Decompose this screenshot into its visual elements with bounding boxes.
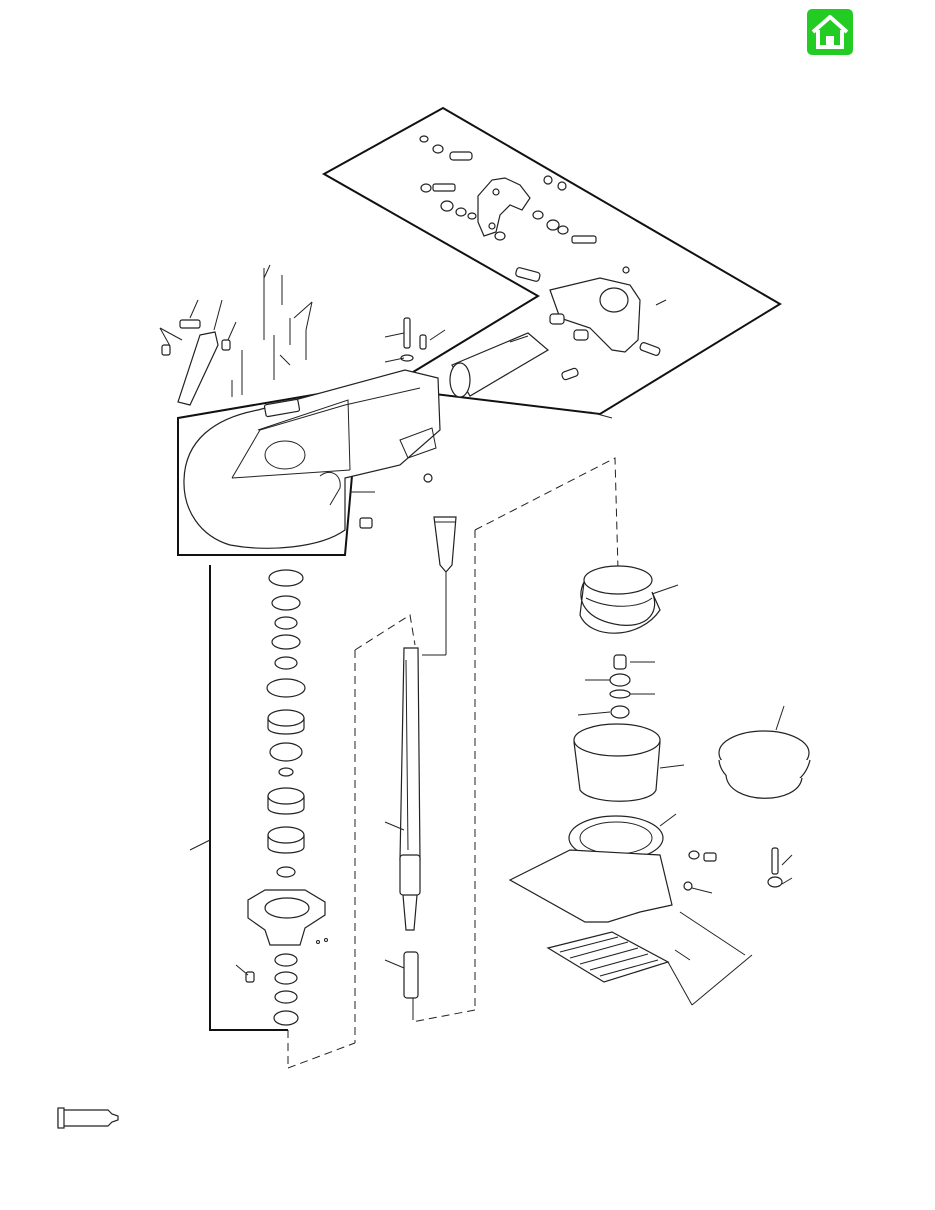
grease-tube-icon <box>422 516 457 656</box>
callout-leaders-upper <box>159 264 613 493</box>
intake-housing <box>183 369 441 549</box>
impeller <box>579 565 679 634</box>
home-icon <box>811 15 849 49</box>
upper-assembly-frame <box>177 106 782 556</box>
intake-grate <box>546 931 753 1006</box>
bearing-stack-frame <box>189 565 288 1031</box>
nozzle-hardware <box>683 847 793 891</box>
steering-bracket-group <box>419 135 597 244</box>
pivot-housing <box>515 266 667 381</box>
impeller-frame <box>411 457 619 1023</box>
drive-shaft <box>354 614 421 1043</box>
bearing-stack-centerline <box>287 1030 356 1069</box>
mounting-hardware <box>161 268 433 529</box>
home-button[interactable] <box>807 9 853 55</box>
impeller-hardware <box>577 654 655 719</box>
bearing-stack <box>235 569 328 1026</box>
wear-ring-liner <box>718 705 811 799</box>
lubricant-legend-icon <box>57 1107 119 1129</box>
wear-ring <box>573 723 685 802</box>
tilt-tube <box>449 332 550 398</box>
nozzle-housing <box>508 813 746 956</box>
